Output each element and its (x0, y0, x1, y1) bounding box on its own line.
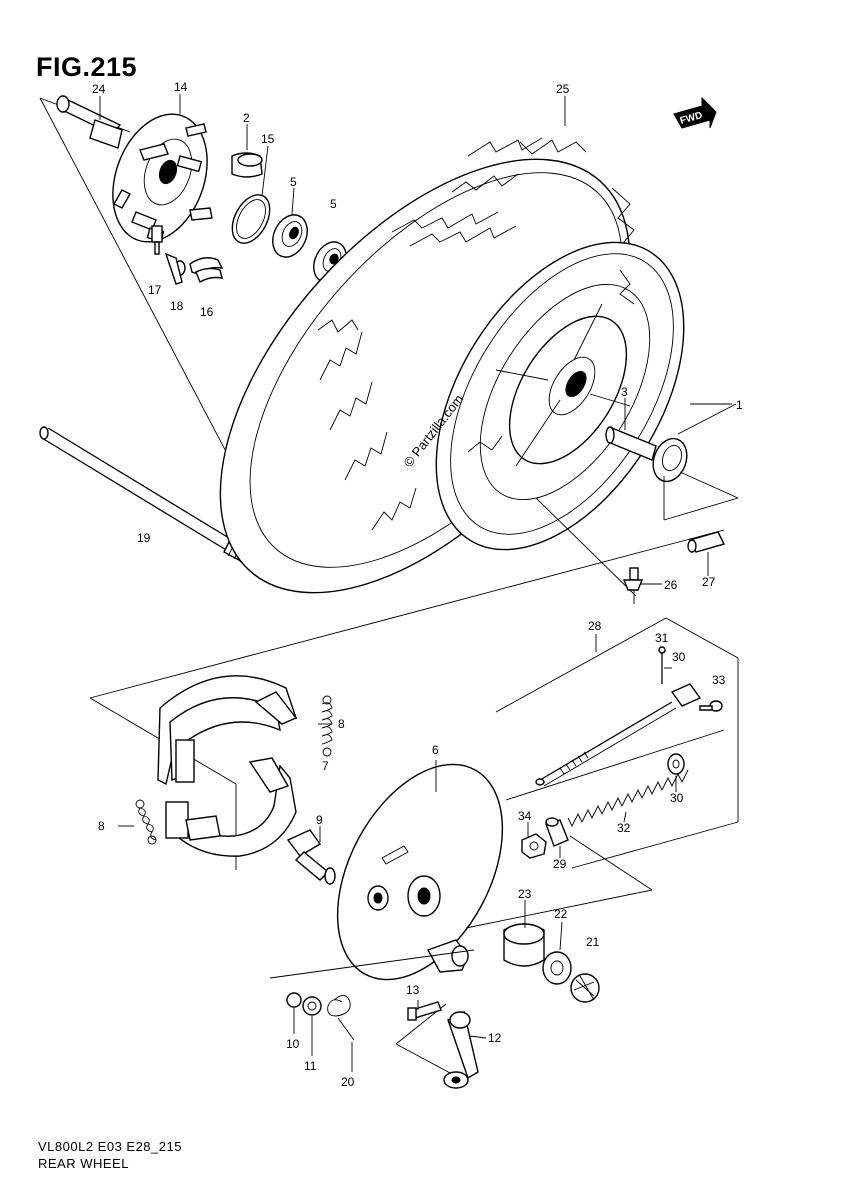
callout-9: 9 (316, 813, 323, 827)
callout-20: 20 (341, 1075, 355, 1089)
part-10-o-ring (286, 992, 302, 1008)
part-3-spacer (605, 426, 657, 461)
part-2-collar (231, 152, 263, 178)
part-12-brake-lever (443, 1010, 479, 1089)
part-18-washer (164, 252, 186, 285)
callout-34: 34 (518, 809, 532, 823)
callout-6: 6 (432, 743, 439, 757)
part-7-brake-shoe-lower (165, 757, 297, 857)
part-16-lock-plate (189, 257, 224, 284)
part-17-bolt (151, 225, 163, 255)
callout-25: 25 (556, 82, 570, 96)
brake-rod (535, 701, 677, 787)
wheel-group-outline (89, 471, 739, 699)
callout-17: 17 (148, 283, 162, 297)
callout-1: 1 (736, 398, 743, 412)
part-14-hub-carrier (112, 113, 213, 243)
part-8-spring-lower (135, 799, 157, 845)
part-1-wheel (435, 241, 685, 551)
lower-group-outline (269, 835, 653, 1075)
part-7-brake-shoe-upper (157, 675, 298, 786)
figure-title: FIG.215 (36, 52, 138, 82)
part-9-brake-cam (286, 829, 336, 885)
part-31-pin (658, 646, 666, 684)
part-23-collar (503, 923, 545, 967)
part-24-spacer (56, 95, 123, 149)
part-21-nut (570, 973, 600, 1003)
callout-32: 32 (617, 821, 631, 835)
callout-5b: 5 (330, 197, 337, 211)
callout-5a: 5 (290, 175, 297, 189)
callout-8a: 8 (338, 717, 345, 731)
callout-2: 2 (243, 111, 250, 125)
callout-3: 3 (621, 385, 628, 399)
part-6-brake-panel (336, 763, 504, 981)
callout-21: 21 (586, 935, 600, 949)
callout-13: 13 (406, 983, 420, 997)
callout-29: 29 (553, 857, 567, 871)
callout-14: 14 (174, 80, 188, 94)
part-13-bolt (407, 1001, 442, 1021)
part-32-spring (567, 753, 689, 828)
callout-7: 7 (322, 759, 329, 773)
callout-26: 26 (664, 578, 678, 592)
callout-22: 22 (554, 907, 568, 921)
callout-16: 16 (200, 305, 214, 319)
callout-10: 10 (286, 1037, 300, 1051)
figure-name: REAR WHEEL (38, 1156, 129, 1171)
fwd-arrow-icon: FWD (673, 96, 717, 129)
part-33-rod-end (670, 683, 723, 712)
callout-19: 19 (137, 531, 151, 545)
part-22-washer (542, 951, 572, 985)
part-34-nut (521, 833, 547, 859)
part-5-bearing-a (272, 214, 308, 258)
callout-30a: 30 (672, 650, 686, 664)
part-20-return-spring (327, 995, 355, 1041)
callout-28: 28 (588, 619, 602, 633)
callout-23: 23 (518, 887, 532, 901)
callout-labels: 24 14 2 15 5 5 17 18 16 19 25 1 3 26 27 … (92, 80, 743, 1089)
callout-31: 31 (655, 631, 669, 645)
part-11-washer (302, 996, 322, 1016)
callout-18: 18 (170, 299, 184, 313)
rod-group-outline (495, 617, 739, 869)
callout-12: 12 (488, 1031, 502, 1045)
callout-24: 24 (92, 82, 106, 96)
callout-15: 15 (261, 132, 275, 146)
part-29-joint (545, 817, 569, 847)
part-15-o-ring (231, 194, 271, 244)
leader-lines (99, 94, 737, 1072)
callout-27: 27 (702, 575, 716, 589)
part-27-valve-cap (687, 531, 726, 553)
callout-11: 11 (304, 1059, 317, 1073)
part-8-spring-upper (321, 695, 333, 757)
callout-30b: 30 (670, 791, 684, 805)
figure-code: VL800L2 E03 E28_215 (38, 1139, 182, 1154)
callout-33: 33 (712, 673, 726, 687)
callout-8b: 8 (98, 819, 105, 833)
part-26-valve (622, 567, 644, 604)
wheel-bearing (652, 437, 688, 483)
